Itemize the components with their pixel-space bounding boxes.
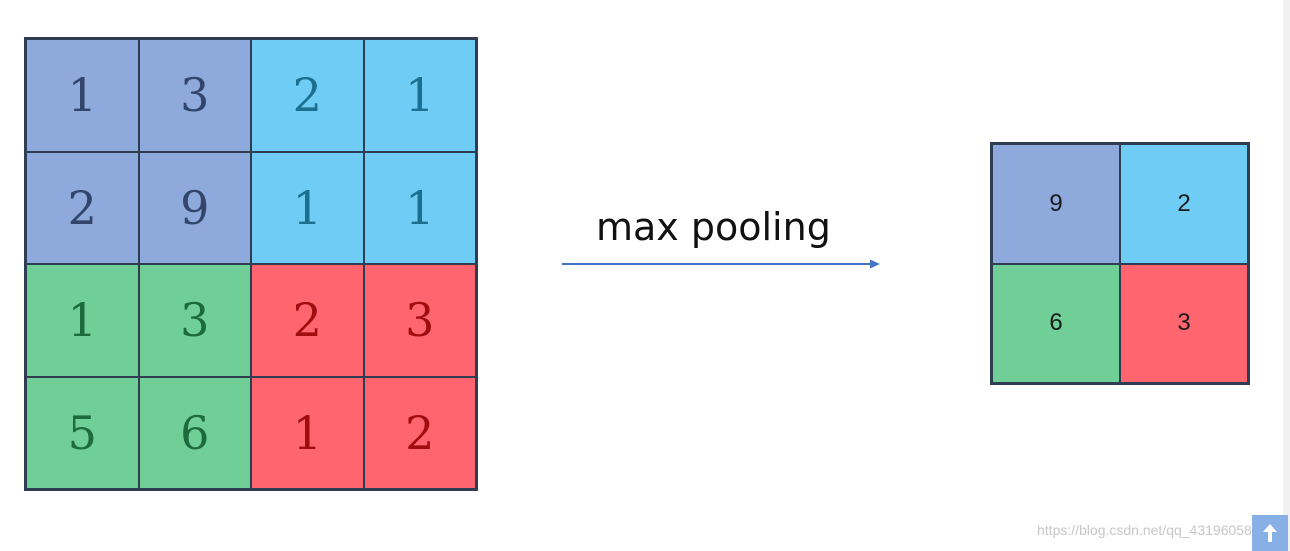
- input-cell-r3c1: 1: [26, 264, 139, 377]
- input-cell-r1c3: 2: [251, 39, 364, 152]
- output-cell-r2c2: 3: [1120, 263, 1248, 383]
- output-cell-r1c1: 9: [992, 144, 1120, 264]
- input-cell-r1c4: 1: [363, 39, 476, 152]
- output-matrix: 9 2 6 3: [990, 142, 1250, 385]
- input-cell-r2c2: 9: [138, 151, 251, 264]
- input-cell-r1c2: 3: [138, 39, 251, 152]
- input-cell-r2c1: 2: [26, 151, 139, 264]
- input-cell-r3c2: 3: [138, 264, 251, 377]
- input-cell-r4c3: 1: [251, 376, 364, 489]
- output-cell-r1c2: 2: [1120, 144, 1248, 264]
- input-cell-r2c4: 1: [363, 151, 476, 264]
- input-matrix: 1 3 2 1 2 9 1 1 1 3 2 3 5 6 1 2: [24, 37, 478, 491]
- input-cell-r2c3: 1: [251, 151, 364, 264]
- page-edge-strip: [1283, 0, 1290, 551]
- watermark-url: https://blog.csdn.net/qq_43196058: [1037, 522, 1252, 538]
- arrow-up-icon: [1263, 524, 1277, 542]
- input-cell-r3c4: 3: [363, 264, 476, 377]
- output-cell-r2c1: 6: [992, 263, 1120, 383]
- input-cell-r4c2: 6: [138, 376, 251, 489]
- input-cell-r1c1: 1: [26, 39, 139, 152]
- operation-label: max pooling: [596, 205, 831, 249]
- right-arrow-icon: [562, 259, 880, 269]
- input-cell-r4c1: 5: [26, 376, 139, 489]
- back-to-top-button[interactable]: [1252, 515, 1288, 551]
- input-cell-r3c3: 2: [251, 264, 364, 377]
- input-cell-r4c4: 2: [363, 376, 476, 489]
